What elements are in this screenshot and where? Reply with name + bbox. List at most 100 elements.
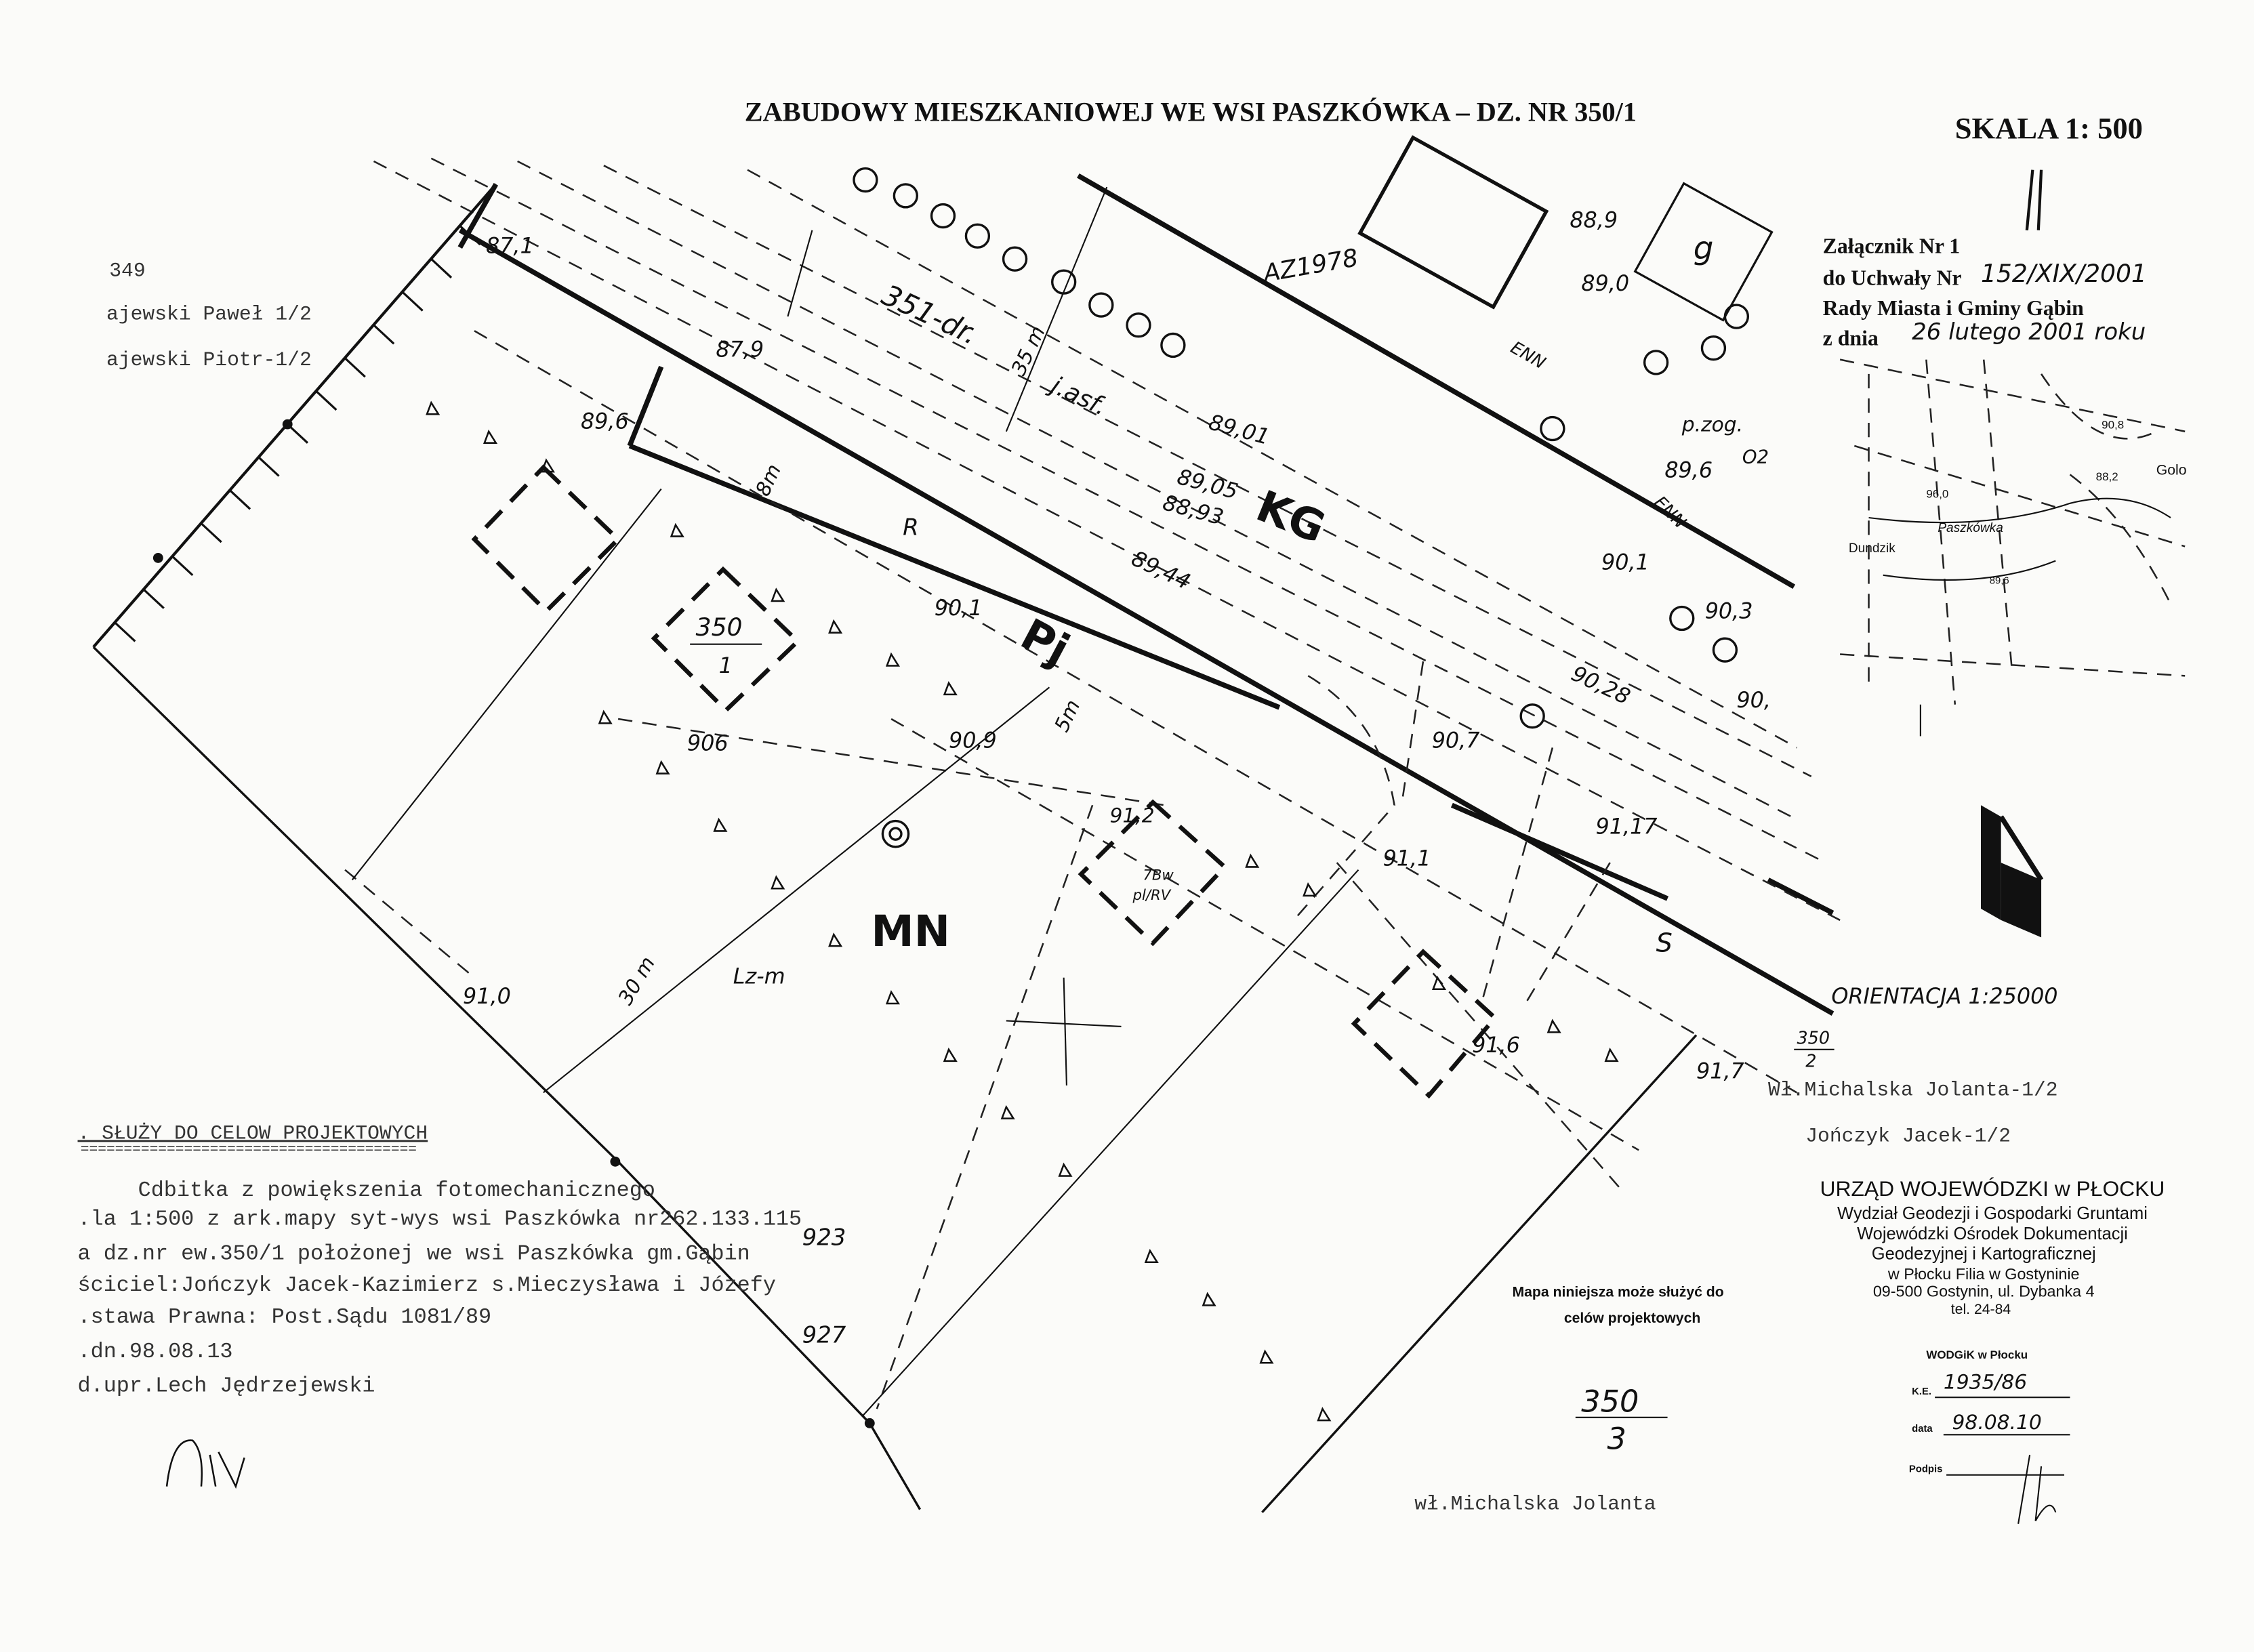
elevation: 906 — [687, 730, 729, 756]
elevation: 89,6 — [581, 408, 629, 434]
lz-label: Lz-m — [733, 963, 785, 989]
north-arrow-icon — [1980, 805, 2044, 938]
stamp-line: 09-500 Gostynin, ul. Dybanka 4 — [1873, 1283, 2095, 1300]
tree-symbols — [853, 167, 1750, 848]
owner-michalska-bottom: wł.Michalska Jolanta — [1414, 1493, 1656, 1516]
parcel-350-2-number: 350 — [1797, 1028, 1830, 1048]
notes-line: .la 1:500 z ark.mapy syt-wys wsi Paszków… — [78, 1207, 802, 1232]
notes-line: .stawa Prawna: Post.Sądu 1081/89 — [78, 1305, 492, 1329]
elevation: 87,9 — [716, 336, 764, 362]
inset-label: Paszkówka — [1938, 521, 2003, 535]
az-label: AZ1978 — [1260, 243, 1360, 288]
elevation: 91,2 — [1110, 804, 1155, 828]
o2-label: O2 — [1742, 445, 1769, 468]
signature — [165, 1439, 245, 1489]
annex-date: 26 lutego 2001 roku — [1912, 319, 2146, 346]
boundary-triangles — [426, 400, 1619, 1422]
stamp-line: URZĄD WOJEWÓDZKI w PŁOCKU — [1820, 1176, 2165, 1201]
boundary-hatching — [114, 225, 481, 642]
map-linework — [92, 135, 1841, 1514]
zone-kg-label: KG — [1250, 481, 1332, 554]
elevation: 90,9 — [949, 727, 997, 753]
stamp-line: Wydział Geodezji i Gospodarki Gruntami — [1837, 1204, 2148, 1223]
stamp-ks-label: K.E. — [1912, 1386, 1931, 1397]
enn-label: ENN — [1649, 493, 1689, 533]
owner-pawel: ajewski Paweł 1/2 — [106, 302, 312, 325]
notes-line: Cdbitka z powiększenia fotomechanicznego — [138, 1178, 655, 1203]
elevation: 90,28 — [1567, 660, 1635, 709]
stamp-date-value: 98.08.10 — [1952, 1411, 2042, 1434]
inset-label: Golo — [2156, 462, 2187, 478]
r-label: R — [903, 514, 919, 541]
inset-orientation-map: 90,8 Golo 88,2 96,0 Paszkówka Dundzik 89… — [1839, 169, 2187, 737]
owner-piotr: ajewski Piotr-1/2 — [106, 348, 312, 371]
parcel-350-1-number: 350 — [696, 613, 743, 642]
elevation: 90,7 — [1432, 727, 1480, 753]
elevation: 89,01 — [1206, 409, 1273, 450]
bw-label: 7Bw — [1143, 867, 1174, 884]
inset-label: 90,8 — [2102, 418, 2124, 431]
notes-line: a dz.nr ew.350/1 położonej we wsi Paszkó… — [78, 1242, 750, 1266]
plrv-label: pl/RV — [1132, 887, 1171, 904]
map-scale: SKALA 1: 500 — [1955, 111, 2143, 145]
dist-5: 5m — [1050, 696, 1085, 735]
road-surface-label: j.asf. — [1044, 369, 1111, 421]
stamp-date-label: data — [1912, 1424, 1933, 1434]
parcel-350-1-denominator: 1 — [719, 653, 733, 678]
elevation: 90, — [1736, 687, 1771, 713]
owner-jonczyk-share: Jończyk Jacek-1/2 — [1805, 1125, 2011, 1148]
s-label: S — [1656, 929, 1673, 959]
stamp-signature — [2017, 1454, 2057, 1525]
elevation: 90,1 — [935, 595, 983, 621]
annex-line3: Rady Miasta i Gminy Gąbin — [1823, 296, 2084, 320]
orientation-scale: ORIENTACJA 1:25000 — [1831, 983, 2057, 1009]
map-usage-line2: celów projektowych — [1564, 1310, 1700, 1326]
elevation: 927 — [802, 1323, 846, 1349]
elevation: 91,0 — [463, 983, 511, 1009]
elevation: 90,3 — [1705, 598, 1753, 623]
annex-line2-label: do Uchwały Nr — [1823, 266, 1962, 289]
inset-label: 96,0 — [1926, 487, 1948, 500]
survey-points — [152, 419, 875, 1428]
elevation: 91,6 — [1472, 1032, 1520, 1058]
elevation: 89,0 — [1581, 270, 1629, 296]
dist-35: 35 m — [1007, 323, 1050, 379]
owner-michalska-share: Wł.Michalska Jolanta-1/2 — [1768, 1079, 2058, 1102]
elevation: 89,44 — [1128, 545, 1195, 595]
stamp-ks-value: 1935/86 — [1944, 1370, 2027, 1394]
stamp-line: Geodezyjnej i Kartograficznej — [1872, 1245, 2096, 1264]
parcel-350-2-denominator: 2 — [1805, 1051, 1816, 1071]
elevation: 91,1 — [1383, 845, 1431, 871]
parcel-350-3-number: 350 — [1581, 1384, 1639, 1419]
elevation: 91,7 — [1696, 1058, 1744, 1083]
notes-line: ściciel:Jończyk Jacek-Kazimierz s.Mieczy… — [78, 1273, 776, 1298]
notes-underline: ======================================= — [81, 1142, 417, 1158]
notes-heading: . SŁUŻY DO CELOW PROJEKTOWYCH — [78, 1121, 428, 1144]
annex-line4-label: z dnia — [1823, 326, 1879, 350]
annex-line1: Załącznik Nr 1 — [1823, 234, 1961, 258]
dist-30: 30 m — [614, 953, 660, 1009]
stamp-line: tel. 24-84 — [1951, 1302, 2011, 1317]
map-usage-line1: Mapa niniejsza może służyć do — [1512, 1285, 1723, 1300]
inset-label: Dundzik — [1849, 541, 1896, 556]
elevation: 91,17 — [1596, 814, 1658, 840]
elevation: 90,1 — [1601, 549, 1649, 575]
notes-line: .dn.98.08.13 — [78, 1340, 233, 1364]
pzog-label: p.zog. — [1681, 413, 1743, 437]
zone-pj-label: Pj — [1012, 609, 1077, 675]
stamp-sign-label: Podpis — [1909, 1464, 1942, 1474]
elevation: 88,9 — [1570, 207, 1618, 233]
stamp-odgik: WODGiK w Płocku — [1926, 1348, 2028, 1361]
registration-stamp: WODGiK w Płocku K.E. 1935/86 data 98.08.… — [1909, 1348, 2070, 1525]
zone-mn-label: MN — [871, 907, 950, 957]
elevation: 89,6 — [1664, 457, 1713, 483]
notes-line: d.upr.Lech Jędrzejewski — [78, 1374, 375, 1399]
elevation: 923 — [802, 1224, 846, 1251]
office-stamp: URZĄD WOJEWÓDZKI w PŁOCKU Wydział Geodez… — [1820, 1176, 2165, 1317]
elevation: 87,1 — [486, 233, 534, 259]
map-title: ZABUDOWY MIESZKANIOWEJ WE WSI PASZKÓWKA … — [745, 97, 1637, 127]
parcel-349: 349 — [109, 260, 145, 283]
annex-resolution-number: 152/XIX/2001 — [1981, 260, 2147, 288]
